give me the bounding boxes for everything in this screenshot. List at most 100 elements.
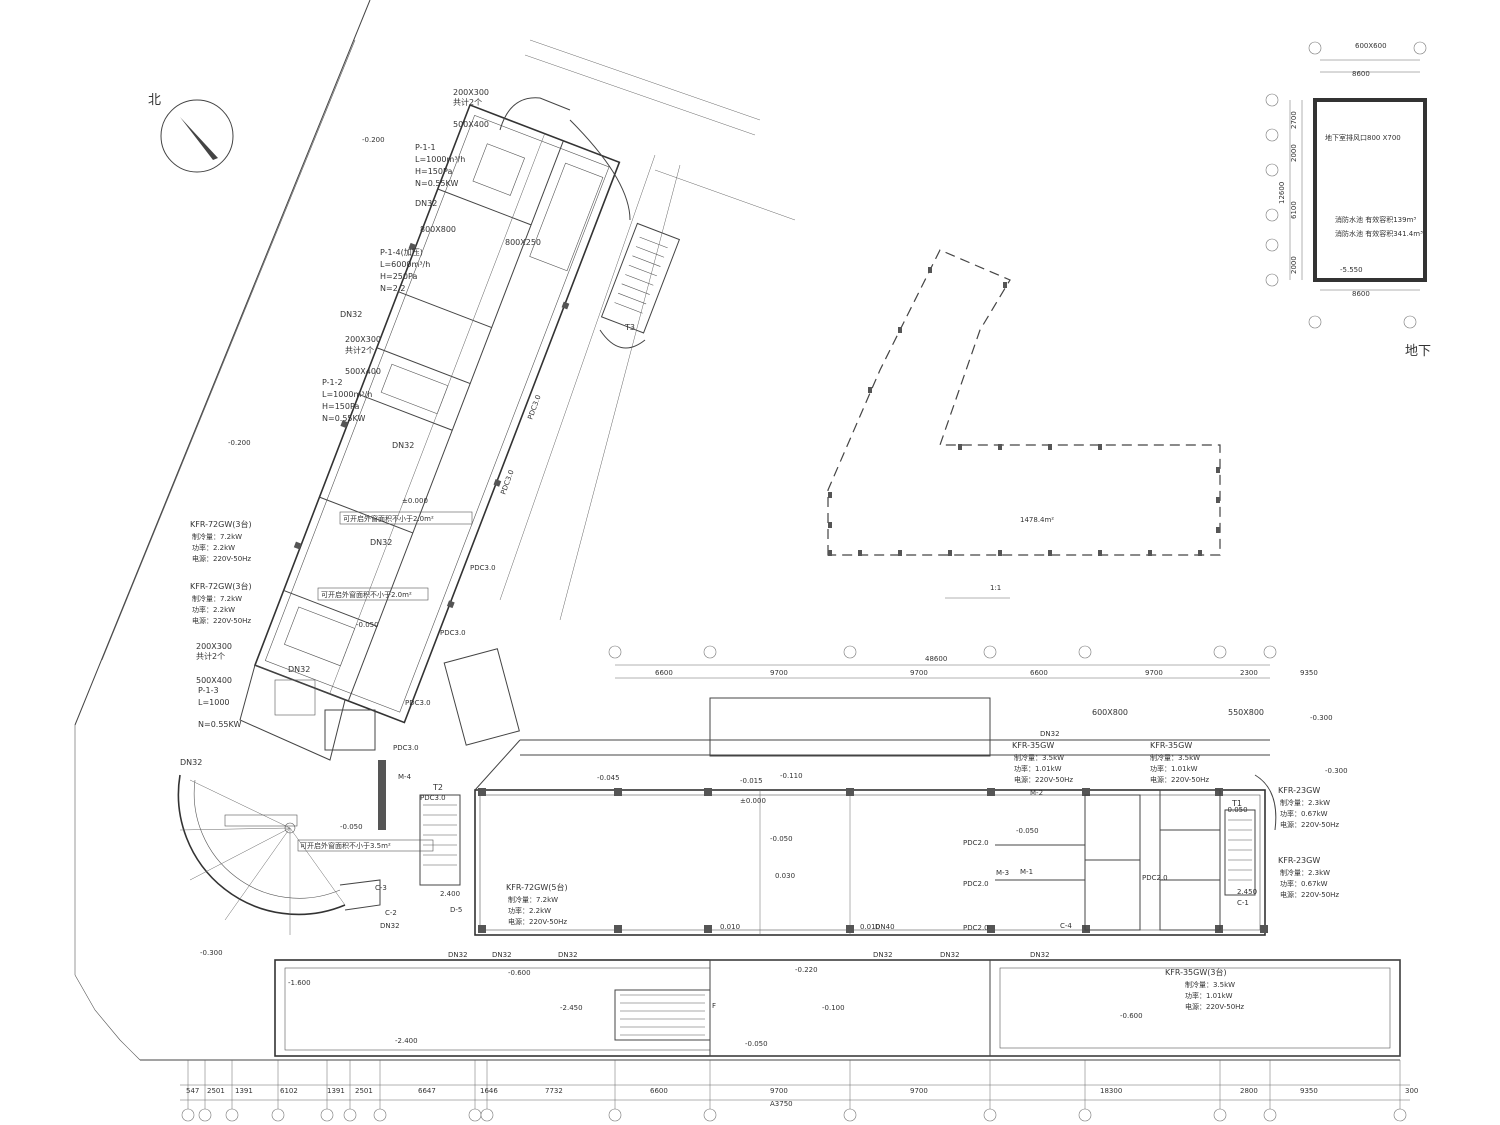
svg-text:电源：220V-50Hz: 电源：220V-50Hz xyxy=(1014,775,1073,784)
lvl-m-3: ±0.000 xyxy=(740,797,766,805)
key-plan-column xyxy=(1098,444,1102,450)
grid-bubble xyxy=(271,1108,285,1122)
inset-title: 地下 xyxy=(1405,344,1431,359)
gm-4: D-5 xyxy=(450,906,462,914)
ac-main-2: KFR-35GW 制冷量：3.5kW 功率：1.01kW 电源：220V-50H… xyxy=(1012,741,1073,784)
key-plan-column xyxy=(828,550,832,556)
lvl-m-8: -0.220 xyxy=(795,966,818,974)
inset-dim-5: 6100 xyxy=(1290,201,1298,219)
dim-bottom-13: 2800 xyxy=(1240,1087,1258,1095)
pipe-m-5: DN32 xyxy=(558,951,578,959)
equip-p-1-4: P-1-4(加压) L=6000m³/h H=250Pa N=2.2 xyxy=(380,247,430,293)
svg-text:制冷量：2.3kW: 制冷量：2.3kW xyxy=(1280,798,1330,807)
key-plan-column xyxy=(928,267,932,273)
grid-bubble xyxy=(1308,315,1322,329)
dim-bottom-8: 7732 xyxy=(545,1087,563,1095)
gm-1: M-1 xyxy=(1020,868,1033,876)
svg-text:P-1-1: P-1-1 xyxy=(415,143,436,152)
lm-3: 0.010 xyxy=(720,923,740,931)
stair-t3-label: T3 xyxy=(624,323,635,332)
left-pipe-2: DN32 xyxy=(340,310,362,319)
svg-text:功率：1.01kW: 功率：1.01kW xyxy=(1150,764,1198,773)
gm-8: C-3 xyxy=(375,884,387,892)
svg-text:L=6000m³/h: L=6000m³/h xyxy=(380,260,430,269)
svg-text:制冷量：7.2kW: 制冷量：7.2kW xyxy=(508,895,558,904)
svg-text:N=0.55KW: N=0.55KW xyxy=(415,179,458,188)
inset-dim-4: 2000 xyxy=(1290,144,1298,162)
ac-left-2: KFR-72GW(3台) 制冷量：7.2kW 功率：2.2kW 电源：220V-… xyxy=(190,581,252,625)
lvl-m-5: -0.050 xyxy=(1016,827,1039,835)
lvl-m-10: -0.050 xyxy=(745,1040,768,1048)
svg-text:制冷量：7.2kW: 制冷量：7.2kW xyxy=(192,594,242,603)
louver-550x800: 550X800 xyxy=(1228,708,1264,717)
lm-1: 2.450 xyxy=(1237,888,1257,896)
svg-text:KFR-23GW: KFR-23GW xyxy=(1278,786,1320,795)
pdc-l-4: PDC3.0 xyxy=(405,699,431,707)
inset-dim-2: 8600 xyxy=(1352,290,1370,298)
left-louver-2: 800X800 xyxy=(420,225,456,234)
left-level-1: -0.200 xyxy=(228,439,251,447)
svg-text:500X400: 500X400 xyxy=(196,676,232,685)
dim-top-2: 9700 xyxy=(910,669,928,677)
dim-bottom-0: 547 xyxy=(186,1087,199,1095)
window-note-1-box xyxy=(339,511,473,525)
grid-bubble xyxy=(343,1108,357,1122)
equip-p-1-2: P-1-2 L=1000m³/h H=150Pa N=0.55KW xyxy=(322,378,372,423)
dim-bottom-12: 18300 xyxy=(1100,1087,1122,1095)
key-plan-column xyxy=(1216,527,1220,533)
basement-inset: 600X600 8600 8600 2700 2000 6100 12600 2… xyxy=(1265,41,1431,359)
key-plan-column xyxy=(868,387,872,393)
inset-dim-3: 2700 xyxy=(1290,111,1298,129)
pipe-m-7: DN32 xyxy=(873,951,893,959)
svg-text:L=1000m³/h: L=1000m³/h xyxy=(322,390,372,399)
equip-p-1-3: P-1-3 L=1000 N=0.55KW xyxy=(198,686,241,729)
window-note-2: 可开启外窗面积不小于2.0m² xyxy=(321,590,412,599)
inset-dim-0: 600X600 xyxy=(1355,42,1387,50)
grid-bubble xyxy=(1403,315,1417,329)
left-pipe-6: DN32 xyxy=(180,758,202,767)
lvl-m-9: -0.100 xyxy=(822,1004,845,1012)
left-level-3: -0.050 xyxy=(356,621,379,629)
svg-text:L=1000: L=1000 xyxy=(198,698,230,707)
main-block-annotations: KFR-72GW(5台) 制冷量：7.2kW 功率：2.2kW 电源：220V-… xyxy=(288,708,1348,1048)
dim-bottom-10: 9700 xyxy=(770,1087,788,1095)
svg-text:制冷量：7.2kW: 制冷量：7.2kW xyxy=(192,532,242,541)
left-duct: 800X250 xyxy=(505,238,541,247)
key-plan-column xyxy=(828,492,832,498)
key-plan-column xyxy=(998,550,1002,556)
svg-text:N=0.55KW: N=0.55KW xyxy=(198,720,241,729)
ac-left-1: KFR-72GW(3台) 制冷量：7.2kW 功率：2.2kW 电源：220V-… xyxy=(190,519,252,563)
grid-bubble xyxy=(983,1108,997,1122)
pdc-m-1: PDC2.0 xyxy=(963,880,989,888)
key-plan-column xyxy=(958,444,962,450)
grid-bubble xyxy=(468,1108,482,1122)
svg-text:KFR-72GW(5台): KFR-72GW(5台) xyxy=(506,882,568,892)
dim-top-0: 6600 xyxy=(655,669,673,677)
key-plan-column xyxy=(898,327,902,333)
grid-bubble xyxy=(1413,41,1427,55)
dim-bottom-14: 9350 xyxy=(1300,1087,1318,1095)
pipe-m-2: DN32 xyxy=(380,922,400,930)
gm-7: C-2 xyxy=(385,909,397,917)
svg-text:电源：220V-50Hz: 电源：220V-50Hz xyxy=(508,917,567,926)
svg-text:KFR-35GW: KFR-35GW xyxy=(1012,741,1054,750)
svg-text:KFR-23GW: KFR-23GW xyxy=(1278,856,1320,865)
key-plan-column xyxy=(858,550,862,556)
left-pipe-3: DN32 xyxy=(392,441,414,450)
lvl-m-12: -2.400 xyxy=(395,1037,418,1045)
svg-text:功率：1.01kW: 功率：1.01kW xyxy=(1185,991,1233,1000)
window-note-3: 可开启外窗面积不小于3.5m² xyxy=(300,841,391,850)
svg-text:制冷量：2.3kW: 制冷量：2.3kW xyxy=(1280,868,1330,877)
main-block: T2 T1 xyxy=(419,648,1277,936)
svg-text:电源：220V-50Hz: 电源：220V-50Hz xyxy=(1280,820,1339,829)
pdc-l-5: PDC3.0 xyxy=(393,744,419,752)
grid-bubble xyxy=(1263,1108,1277,1122)
lvl-m-0: -0.045 xyxy=(597,774,620,782)
north-arrow: 北 xyxy=(148,93,234,173)
pdc-l-2: PDC3.0 xyxy=(470,564,496,572)
lvl-m-13: -0.600 xyxy=(1120,1012,1143,1020)
grid-bubble xyxy=(181,1108,195,1122)
svg-text:500X400: 500X400 xyxy=(345,367,381,376)
svg-text:200X300: 200X300 xyxy=(196,642,232,651)
svg-text:功率：2.2kW: 功率：2.2kW xyxy=(192,543,235,552)
